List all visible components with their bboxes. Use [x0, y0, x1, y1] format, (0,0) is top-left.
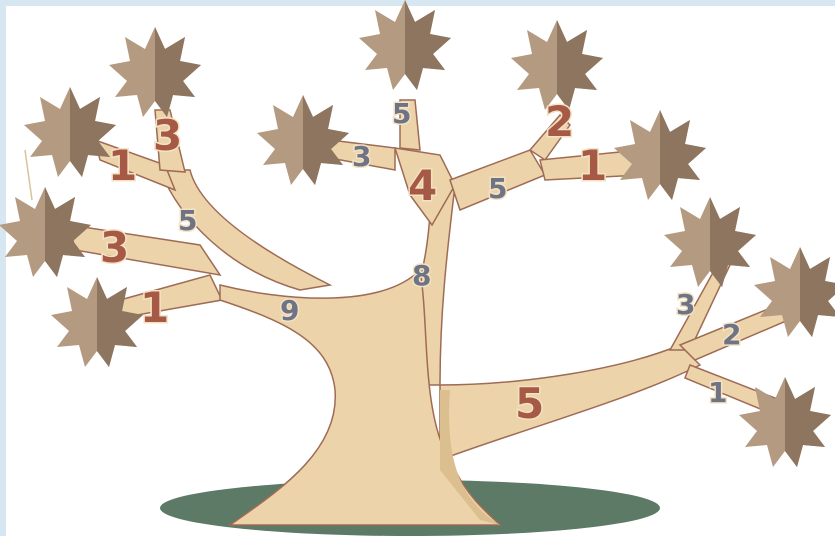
leaf-shade-icon	[557, 20, 603, 110]
leaf-shade-icon	[710, 197, 756, 287]
leaf-shade-icon	[303, 95, 349, 185]
number-center-branch: 8	[412, 259, 431, 292]
leaf-shade-icon	[45, 187, 91, 277]
number-right-big-branch: 5	[515, 379, 544, 428]
twig-line	[24, 149, 33, 201]
leaves	[0, 0, 835, 467]
number-left-lower-a: 3	[100, 223, 129, 272]
leaf-shade-icon	[97, 277, 143, 367]
number-center-top: 5	[392, 97, 411, 130]
number-left-big-branch: 5	[178, 204, 197, 237]
branch-numbers: 9 5 1 3 3 1 8 4 5 3 5 2 1 5 3 2 1	[99, 96, 743, 430]
trunk-shade	[440, 390, 500, 525]
branch-center-8[interactable]	[419, 179, 456, 386]
number-left-twig-top: 1	[108, 141, 137, 190]
number-center-left: 3	[352, 140, 371, 173]
branch-center-top-5[interactable]	[399, 99, 421, 151]
number-right-b: 2	[722, 318, 741, 351]
leaf-shade-icon	[785, 377, 831, 467]
leaf-shade-icon	[70, 87, 116, 177]
number-center-node: 4	[408, 161, 437, 210]
leaf-shade-icon	[155, 27, 201, 117]
branch-left-5[interactable]	[158, 169, 333, 291]
number-right-c: 1	[708, 376, 727, 409]
number-upper-right-b: 1	[578, 141, 607, 190]
branch-right-big[interactable]	[439, 344, 702, 462]
tree-body	[69, 99, 802, 526]
branch-center-4[interactable]	[393, 147, 456, 227]
trunk[interactable]	[219, 268, 502, 526]
leaf-shade-icon	[660, 110, 706, 200]
number-left-twig-top2: 3	[153, 111, 182, 160]
number-left-lower-b: 1	[140, 283, 169, 332]
branch-upper-right-2[interactable]	[528, 113, 571, 162]
number-right-a: 3	[676, 288, 695, 321]
number-upper-right-a: 2	[545, 97, 574, 146]
leaf-shade-icon	[405, 0, 451, 90]
number-trunk: 9	[280, 294, 299, 327]
leaf-shade-icon	[800, 247, 835, 337]
number-upper-right-branch: 5	[488, 172, 507, 205]
